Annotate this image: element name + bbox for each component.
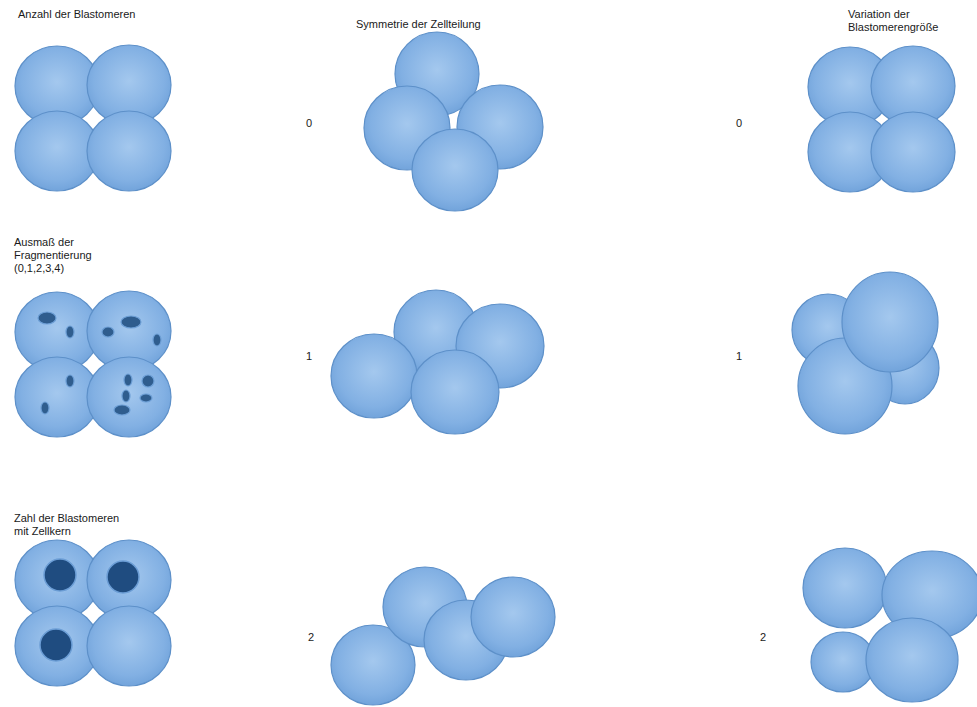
fragment: [38, 312, 56, 324]
blastomere: [803, 548, 887, 628]
score-number: 1: [736, 350, 756, 363]
symmetry-0-embryo: [364, 32, 543, 211]
variation-1-embryo: [792, 272, 939, 434]
blastomere: [411, 350, 499, 434]
fragment: [142, 375, 154, 387]
blastomere: [87, 606, 171, 686]
blastomere: [871, 112, 955, 192]
variation-0-embryo: [808, 46, 955, 192]
four-cell-embryo: [15, 45, 171, 191]
fragmented-embryo: [15, 291, 171, 437]
blastomere: [87, 357, 171, 437]
column-heading: Variation der Blastomerengröße: [848, 8, 944, 34]
column-heading: Anzahl der Blastomeren: [18, 8, 188, 21]
fragment: [153, 334, 161, 346]
score-number: 2: [760, 631, 780, 644]
blastomere: [87, 111, 171, 191]
nucleated-embryo: [15, 540, 171, 686]
fragment: [121, 316, 141, 328]
row-heading: Ausmaß der Fragmentierung (0,1,2,3,4): [14, 236, 106, 276]
fragment: [66, 326, 74, 338]
nucleus: [40, 629, 72, 661]
fragment: [124, 374, 132, 386]
blastomere: [412, 129, 498, 211]
fragment: [102, 327, 114, 337]
score-number: 1: [306, 350, 326, 363]
blastomere: [471, 577, 555, 657]
nucleus: [44, 559, 76, 591]
fragment: [41, 402, 49, 414]
fragment: [114, 405, 130, 415]
fragment: [122, 390, 130, 402]
blastomere: [811, 632, 875, 692]
fragment: [140, 394, 152, 402]
symmetry-2-embryo: [331, 567, 555, 705]
blastomere: [866, 618, 958, 702]
column-heading: Symmetrie der Zellteilung: [356, 18, 526, 31]
variation-2-embryo: [803, 548, 977, 702]
score-number: 0: [306, 117, 326, 130]
row-heading: Zahl der Blastomeren mit Zellkern: [14, 512, 130, 538]
blastomere: [331, 334, 417, 418]
fragment: [66, 375, 74, 387]
blastomere: [842, 272, 938, 372]
nucleus: [107, 561, 139, 593]
score-number: 0: [736, 117, 756, 130]
score-number: 2: [308, 631, 328, 644]
symmetry-1-embryo: [331, 290, 544, 434]
